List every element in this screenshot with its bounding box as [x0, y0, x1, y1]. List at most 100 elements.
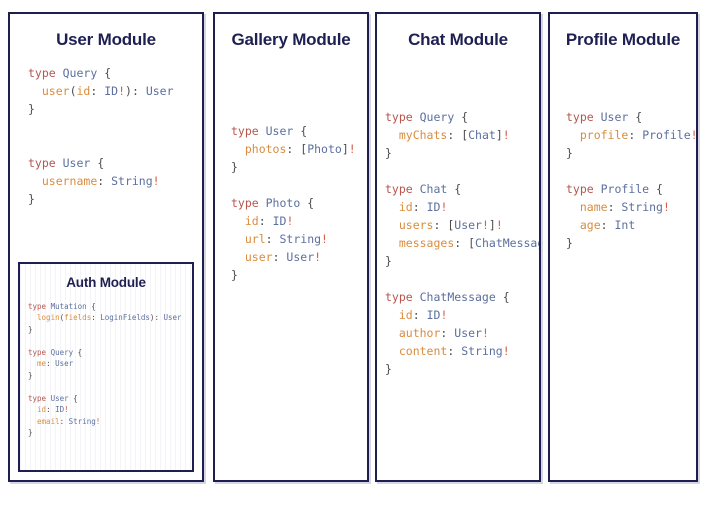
code-token: photos	[244, 141, 287, 156]
code-token	[28, 405, 37, 414]
code-token: User	[600, 109, 629, 124]
code-line: id: ID!	[385, 198, 539, 216]
module-panel-user[interactable]: User Module type Query { user(id: ID!): …	[8, 12, 204, 482]
code-line: }	[28, 324, 192, 336]
code-token: :	[46, 359, 56, 369]
code-token: Photo	[307, 141, 342, 156]
code-token: String	[68, 416, 96, 426]
code-token: {	[97, 65, 112, 80]
code-token: type	[566, 181, 601, 196]
code-token: :	[46, 405, 56, 415]
code-line: }	[28, 370, 192, 382]
code-line: }	[28, 100, 202, 118]
code-token: !	[690, 127, 698, 142]
panel-title-profile: Profile Module	[565, 30, 681, 49]
code-line: type Mutation {	[28, 301, 192, 313]
code-token: String	[461, 343, 503, 358]
code-line: login(fields: LoginFields): User	[28, 312, 192, 324]
code-token: !	[502, 343, 510, 358]
code-token	[28, 359, 37, 368]
code-line: url: String!	[231, 230, 367, 248]
code-line: photos: [Photo]!	[231, 140, 367, 158]
code-token: type	[28, 155, 63, 170]
code-token: id	[398, 307, 413, 322]
code-token: type	[385, 181, 420, 196]
code-token: !	[95, 416, 101, 426]
code-token: :	[447, 343, 462, 358]
code-block-user: type Query { user(id: ID!): User} type U…	[28, 64, 202, 208]
code-token: ID	[104, 83, 119, 98]
code-token: type	[385, 289, 420, 304]
code-token	[385, 344, 399, 358]
code-token: User	[454, 217, 482, 232]
code-token: type	[231, 195, 266, 210]
code-token	[28, 84, 42, 98]
code-line: author: User!	[385, 324, 539, 342]
module-panel-profile[interactable]: Profile Module type User { profile: Prof…	[548, 12, 698, 482]
code-token: }	[566, 145, 573, 160]
code-token	[385, 218, 399, 232]
code-line: me: User	[28, 358, 192, 370]
code-token: !	[348, 141, 356, 156]
code-token	[566, 218, 580, 232]
code-token: type	[28, 65, 63, 80]
code-token: type	[231, 123, 266, 138]
code-token: type	[566, 109, 601, 124]
code-token: id	[76, 83, 91, 98]
code-token	[231, 232, 245, 246]
code-line: }	[231, 266, 367, 284]
code-line	[28, 335, 192, 347]
code-token: }	[231, 267, 238, 282]
code-token: users	[398, 217, 434, 232]
code-token: [	[300, 141, 308, 156]
code-line: }	[231, 158, 367, 176]
panel-title-chat: Chat Module	[408, 30, 508, 49]
code-token: :	[286, 141, 301, 156]
code-token: !	[64, 405, 69, 415]
code-token: !	[440, 307, 448, 322]
code-token: age	[579, 217, 601, 232]
code-token: :	[412, 307, 427, 322]
code-token: :	[433, 217, 448, 232]
code-token: )	[149, 313, 155, 323]
panel-title-user: User Module	[56, 30, 156, 49]
code-line: id: ID!	[385, 306, 539, 324]
code-token: :	[600, 217, 615, 232]
code-token: User	[55, 359, 74, 369]
code-line	[28, 136, 202, 154]
code-block-chat: type Query { myChats: [Chat]!} type Chat…	[385, 108, 539, 378]
code-token: type	[385, 109, 420, 124]
code-token: ]	[341, 141, 349, 156]
code-token: :	[59, 416, 69, 426]
module-panel-gallery[interactable]: Gallery Module type User { photos: [Phot…	[213, 12, 369, 482]
code-line: content: String!	[385, 342, 539, 360]
code-token: :	[90, 83, 105, 98]
code-token: :	[628, 127, 643, 142]
code-line: type User {	[28, 393, 192, 405]
module-card-auth[interactable]: Auth Module type Mutation { login(fields…	[18, 262, 194, 472]
code-token: Query	[419, 109, 455, 124]
code-token: String	[279, 231, 322, 246]
code-token: }	[28, 428, 33, 438]
code-token: String	[111, 173, 153, 188]
code-line: age: Int	[566, 216, 696, 234]
code-line: email: String!	[28, 416, 192, 428]
code-token: login	[37, 313, 60, 323]
code-line: type Chat {	[385, 180, 539, 198]
code-token: String	[621, 199, 663, 214]
code-token	[566, 128, 580, 142]
code-token: !	[152, 173, 160, 188]
code-token	[566, 200, 580, 214]
code-token: me	[37, 359, 47, 369]
code-token: author	[398, 325, 441, 340]
code-token: ChatMessage	[419, 289, 496, 304]
code-token: {	[495, 289, 510, 304]
module-panel-chat[interactable]: Chat Module type Query { myChats: [Chat]…	[375, 12, 541, 482]
code-token: }	[28, 370, 33, 380]
code-token: ChatMessage	[475, 235, 539, 250]
code-line: type User {	[28, 154, 202, 172]
code-token: !	[118, 83, 126, 98]
code-line: users: [User!]!	[385, 216, 539, 234]
panel-title-gallery: Gallery Module	[231, 30, 351, 49]
